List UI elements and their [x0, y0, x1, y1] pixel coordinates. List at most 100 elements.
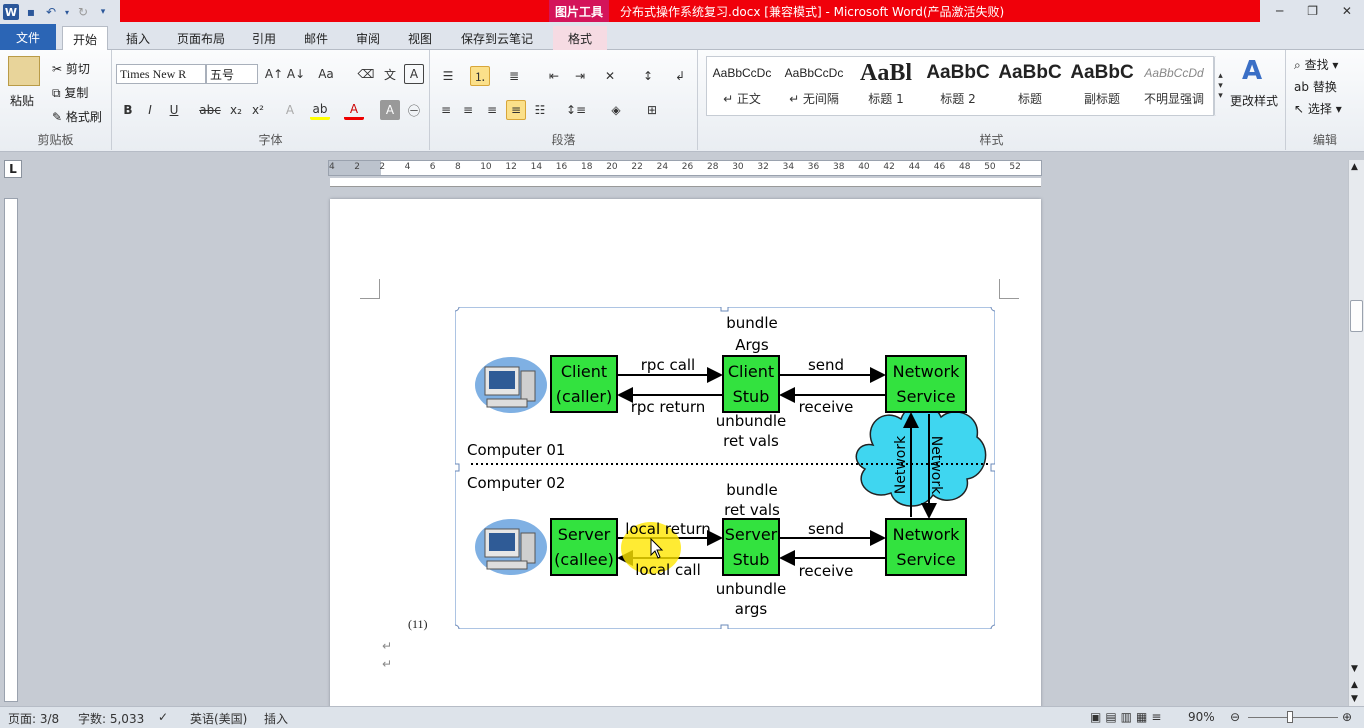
undo-icon[interactable]: ↶: [45, 5, 57, 19]
scrollbar-thumb[interactable]: [1350, 300, 1363, 332]
zoom-slider-thumb[interactable]: [1287, 711, 1293, 723]
scroll-up-icon[interactable]: ▲: [1351, 162, 1358, 172]
net-top-label-2: Service: [896, 387, 955, 406]
next-page-icon[interactable]: ▼: [1351, 694, 1358, 704]
ruler-tick-label: 50: [984, 162, 996, 172]
numbering-icon[interactable]: ⒈: [470, 66, 490, 86]
change-styles-icon[interactable]: A: [1241, 56, 1263, 86]
save-icon[interactable]: ▪: [26, 5, 36, 19]
shrink-font-icon[interactable]: A↓: [286, 67, 306, 81]
borders-icon[interactable]: ⊞: [646, 103, 658, 117]
show-marks-icon[interactable]: ↲: [674, 69, 686, 83]
tab-mailings[interactable]: 邮件: [303, 31, 328, 46]
tab-review[interactable]: 审阅: [355, 31, 380, 46]
language-indicator[interactable]: 英语(美国): [190, 712, 248, 726]
gallery-scroll-icon[interactable]: ▴▾▾: [1214, 56, 1226, 116]
font-name-combo[interactable]: Times New R: [116, 64, 206, 84]
ruler-tick-label: 2: [354, 162, 360, 172]
font-color-icon[interactable]: A: [344, 100, 364, 120]
minimize-icon[interactable]: ─: [1275, 4, 1284, 18]
zoom-out-icon[interactable]: ⊖: [1230, 710, 1241, 724]
format-painter-button[interactable]: ✎ 格式刷: [52, 110, 102, 124]
proofing-icon[interactable]: ✓: [158, 710, 169, 724]
distribute-icon[interactable]: ☷: [534, 103, 546, 117]
underline-icon[interactable]: U: [169, 103, 179, 117]
change-case-icon[interactable]: Aa: [318, 67, 334, 81]
justify-icon[interactable]: ≡: [506, 100, 526, 120]
rpc-diagram-picture[interactable]: Client (caller) Client Stub Network Serv…: [455, 307, 995, 629]
cut-button[interactable]: ✂ 剪切: [52, 62, 90, 76]
resize-handles[interactable]: [455, 307, 995, 629]
italic-icon[interactable]: I: [148, 103, 152, 117]
zoom-in-icon[interactable]: ⊕: [1342, 710, 1353, 724]
copy-button[interactable]: ⧉ 复制: [52, 86, 89, 100]
scroll-down-icon[interactable]: ▼: [1351, 664, 1358, 674]
replace-button[interactable]: ab 替换: [1294, 80, 1337, 94]
style-no-spacing[interactable]: AaBbCcDc↵ 无间隔: [784, 66, 844, 106]
server-label-1: Server: [558, 525, 611, 544]
align-right-icon[interactable]: ≡: [486, 103, 498, 117]
find-button[interactable]: ⌕ 查找 ▾: [1294, 58, 1339, 72]
phonetic-guide-icon[interactable]: 文: [383, 67, 396, 82]
tab-insert[interactable]: 插入: [125, 31, 150, 46]
bullets-icon[interactable]: ☰: [442, 69, 454, 83]
customize-qat-icon[interactable]: ▾: [100, 7, 106, 17]
tab-format[interactable]: 格式: [553, 26, 607, 50]
tab-page-layout[interactable]: 页面布局: [176, 31, 225, 46]
superscript-icon[interactable]: x²: [252, 103, 264, 117]
font-size-combo[interactable]: 五号: [206, 64, 258, 84]
char-shading-icon[interactable]: A: [380, 100, 400, 120]
tab-home[interactable]: 开始: [62, 26, 108, 51]
style-normal[interactable]: AaBbCcDc↵ 正文: [712, 66, 772, 106]
char-border-icon[interactable]: A: [404, 64, 424, 84]
insert-mode[interactable]: 插入: [264, 712, 289, 726]
align-left-icon[interactable]: ≡: [440, 103, 452, 117]
shading-icon[interactable]: ◈: [611, 103, 621, 117]
dropdown-icon[interactable]: ▾: [64, 7, 69, 17]
tab-file[interactable]: 文件: [0, 24, 56, 50]
strikethrough-icon[interactable]: abc: [199, 103, 221, 117]
zoom-slider[interactable]: [1248, 717, 1338, 718]
decrease-indent-icon[interactable]: ⇤: [548, 69, 560, 83]
restore-icon[interactable]: ❐: [1307, 4, 1318, 18]
word-logo-icon[interactable]: W: [3, 4, 19, 20]
clear-format-icon[interactable]: ⌫: [357, 67, 375, 81]
tab-cloud-notes[interactable]: 保存到云笔记: [460, 31, 533, 46]
redo-icon[interactable]: ↻: [77, 5, 89, 19]
text-effect-icon[interactable]: A: [285, 103, 295, 117]
line-spacing-icon[interactable]: ↕≡: [565, 103, 587, 117]
zoom-level[interactable]: 90%: [1188, 710, 1215, 724]
change-styles-button[interactable]: 更改样式: [1230, 94, 1279, 108]
align-center-icon[interactable]: ≡: [462, 103, 474, 117]
tab-references[interactable]: 引用: [251, 31, 276, 46]
multilevel-list-icon[interactable]: ≣: [508, 69, 520, 83]
chinese-layout-icon[interactable]: ✕: [604, 69, 616, 83]
grow-font-icon[interactable]: A↑: [264, 67, 284, 81]
prev-page-icon[interactable]: ▲: [1351, 680, 1358, 690]
highlight-icon[interactable]: ab: [310, 100, 330, 120]
sort-icon[interactable]: ↕: [642, 69, 654, 83]
subscript-icon[interactable]: x₂: [230, 103, 242, 117]
enclose-char-icon[interactable]: ㊀: [407, 103, 420, 118]
close-icon[interactable]: ✕: [1341, 4, 1352, 18]
bold-icon[interactable]: B: [123, 103, 133, 117]
tab-selector-icon[interactable]: L: [4, 160, 22, 178]
page-count[interactable]: 页面: 3/8: [8, 712, 60, 726]
view-buttons-icon[interactable]: ▣▤▥▦≡: [1090, 710, 1166, 724]
paste-icon[interactable]: [8, 56, 40, 86]
paste-button[interactable]: 粘贴: [10, 94, 35, 108]
vertical-ruler[interactable]: [4, 198, 18, 702]
increase-indent-icon[interactable]: ⇥: [574, 69, 586, 83]
vertical-scrollbar[interactable]: ▲ ▼ ▲ ▼: [1348, 160, 1364, 706]
tab-view[interactable]: 视图: [407, 31, 432, 46]
margin-mark-left: [360, 279, 380, 299]
word-count[interactable]: 字数: 5,033: [78, 712, 145, 726]
select-button[interactable]: ↖ 选择 ▾: [1294, 102, 1342, 116]
